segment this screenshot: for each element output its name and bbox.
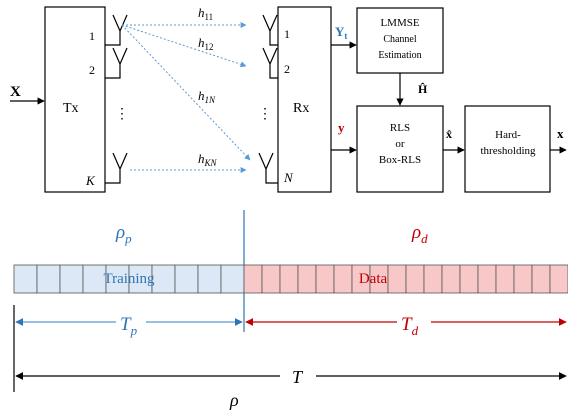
data-slot <box>405 264 425 294</box>
t-label-bg <box>280 362 316 388</box>
rls-line1: RLS <box>390 122 410 134</box>
tx-antenna-2-label: 2 <box>89 63 95 77</box>
frame-slots <box>13 264 568 294</box>
tx-antenna-1-label: 1 <box>89 29 95 43</box>
data-slot <box>513 264 533 294</box>
data-slot <box>441 264 461 294</box>
data-slot <box>315 264 335 294</box>
tx-label: Tx <box>63 101 79 116</box>
training-slot <box>220 264 245 294</box>
rx-antenna-2-label-inner: 2 <box>284 62 290 76</box>
tp-label-bg <box>116 309 146 337</box>
td-label-bg <box>397 309 431 337</box>
data-slot <box>279 264 299 294</box>
training-label: Training <box>103 271 155 287</box>
lmmse-line3: Estimation <box>378 50 421 61</box>
tx-box <box>44 6 106 193</box>
rho-d-label: ρd <box>411 222 428 246</box>
data-slot <box>423 264 443 294</box>
channel-h1n-label: h1N <box>198 88 216 105</box>
rho-p-label: ρp <box>115 222 132 246</box>
rx-antenna-n <box>258 152 278 184</box>
rx-label: Rx <box>293 101 309 116</box>
h-hat-label: Ĥ <box>418 82 428 96</box>
hard-thresholding-block <box>464 105 551 193</box>
lmmse-line2: Channel <box>383 34 417 45</box>
input-x-label: X <box>10 84 21 100</box>
rx-antenna-1-label-inner: 1 <box>284 27 290 41</box>
tx-antenna-2 <box>105 47 128 79</box>
rx-antenna-n-label-inner: N <box>283 170 294 185</box>
channel-h1n-arrow <box>121 24 251 161</box>
td-label: Td <box>401 314 419 338</box>
rho-label: ρ <box>229 390 239 410</box>
rx-box <box>277 6 332 193</box>
rls-block <box>356 105 444 193</box>
channel-h12-arrow <box>121 24 247 68</box>
training-slot <box>174 264 199 294</box>
channel-h11-label: h11 <box>198 5 213 22</box>
data-slot <box>495 264 515 294</box>
x-hat-label: x̂ <box>446 127 452 141</box>
data-slot <box>261 264 281 294</box>
rx-antenna-1 <box>262 14 278 46</box>
data-slot <box>531 264 551 294</box>
training-slot <box>151 264 176 294</box>
hard-line1: Hard- <box>495 129 521 141</box>
data-slot <box>333 264 353 294</box>
lmmse-line1: LMMSE <box>380 17 419 29</box>
tx-antenna-1 <box>105 14 128 46</box>
data-slot <box>549 264 568 294</box>
data-slot <box>387 264 407 294</box>
data-slot <box>477 264 497 294</box>
training-slot <box>197 264 222 294</box>
yt-label: Yt <box>335 24 347 41</box>
tp-label: Tp <box>120 314 138 338</box>
training-slot <box>59 264 84 294</box>
tx-antenna-k <box>105 152 128 184</box>
rx-antenna-dots: ⋮ <box>258 107 272 122</box>
data-label: Data <box>359 271 388 287</box>
hard-line2: thresholding <box>481 145 536 157</box>
training-slot <box>36 264 61 294</box>
output-x-label: x <box>557 126 564 141</box>
lmmse-block <box>356 7 444 74</box>
data-slot <box>297 264 317 294</box>
rx-antenna-2 <box>262 47 278 79</box>
data-slot <box>459 264 479 294</box>
y-label: y <box>338 120 345 135</box>
rls-line2: or <box>395 138 405 150</box>
tx-antenna-k-label: K <box>85 173 96 188</box>
channel-hkn-label: hKN <box>198 151 218 168</box>
data-slot <box>243 264 263 294</box>
t-label: T <box>292 367 304 387</box>
training-slot <box>13 264 38 294</box>
channel-h12-label: h12 <box>198 35 214 52</box>
rls-line3: Box-RLS <box>379 154 421 166</box>
tx-antenna-dots: ⋮ <box>115 107 129 122</box>
